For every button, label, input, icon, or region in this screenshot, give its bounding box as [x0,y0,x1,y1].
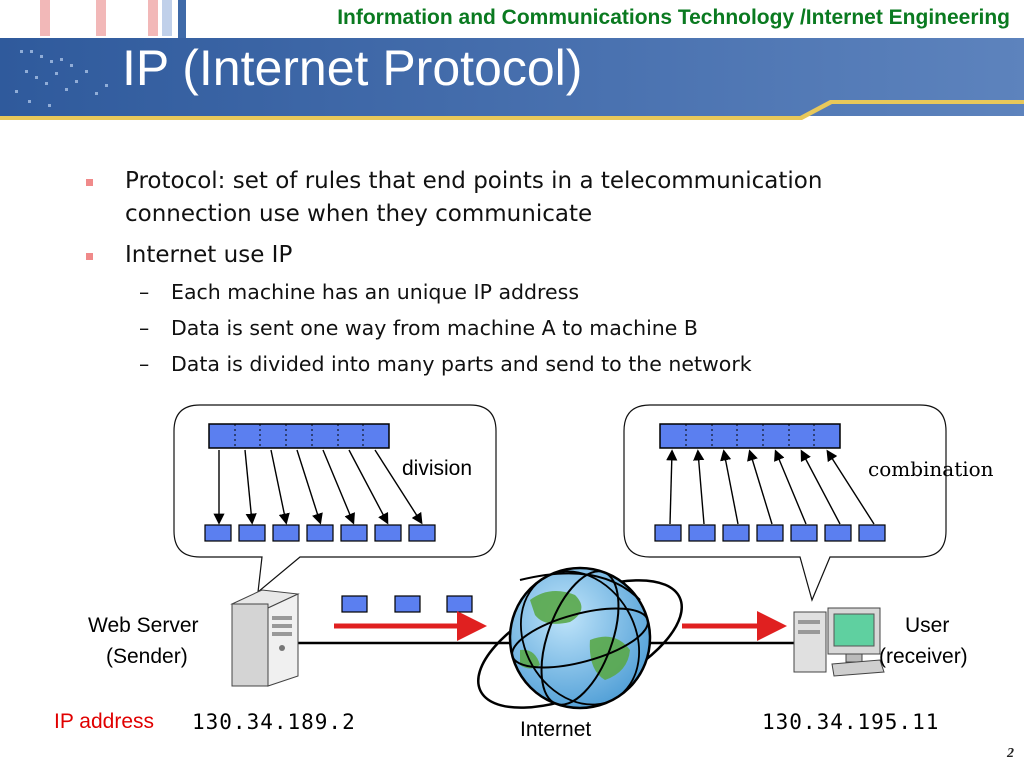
decor-bar [40,0,50,36]
packet [858,524,886,542]
packet [446,595,473,613]
combination-label: combination [868,457,994,481]
page-title: IP (Internet Protocol) [122,40,583,96]
sub-bullet-item: – Data is sent one way from machine A to… [84,310,984,346]
division-bubble [173,404,497,594]
receiver-sublabel: (receiver) [879,645,968,668]
bullet-item: Internet use IP [84,239,984,272]
sender-ip: 130.34.189.2 [192,710,356,734]
course-subtitle: Information and Communications Technolog… [337,6,1010,29]
internet-globe-icon [477,566,683,710]
bullet-text: Internet use IP [125,242,293,268]
combination-arrows [666,449,875,525]
receiver-ip: 130.34.195.11 [762,710,940,734]
combination-bubble [623,404,947,602]
packet-row-right [654,524,886,542]
header-background [0,0,1024,145]
packets-in-transit [341,595,473,613]
sender-sublabel: (Sender) [106,645,188,668]
accent-line [0,100,1024,120]
sub-bullet-text: Data is divided into many parts and send… [171,352,752,376]
dash-marker: – [139,280,150,304]
internet-label: Internet [520,718,592,741]
ip-address-label: IP address [54,710,155,733]
receiver-label: User [905,614,950,637]
data-block-left [208,423,390,449]
bullet-marker [86,179,93,186]
packet [204,524,232,542]
division-arrows [213,449,423,525]
packet [824,524,852,542]
packet [408,524,436,542]
division-label: division [402,457,473,480]
sub-bullet-text: Data is sent one way from machine A to m… [171,316,698,340]
sub-bullet-item: – Each machine has an unique IP address [84,274,984,310]
sub-bullet-text: Each machine has an unique IP address [171,280,580,304]
packet [722,524,750,542]
data-block-right [659,423,841,449]
server-icon [230,589,300,687]
packet [374,524,402,542]
sender-label: Web Server [88,614,199,637]
packet [306,524,334,542]
dot-pattern [15,50,108,107]
bullet-text-line: Protocol: set of rules that end points i… [125,168,823,194]
slide-number: 2 [1007,746,1014,761]
packet [688,524,716,542]
bullet-marker [86,253,93,260]
dash-marker: – [139,352,150,376]
packet [394,595,421,613]
pc-icon [793,607,885,677]
bullet-item: Protocol: set of rules that end points i… [84,165,984,231]
packet [340,524,368,542]
packet [238,524,266,542]
packet [790,524,818,542]
dash-marker: – [139,316,150,340]
sub-bullet-item: – Data is divided into many parts and se… [84,346,984,382]
packet-row-left [204,524,436,542]
header-band: Information and Communications Technolog… [0,0,1024,145]
bullet-text-line: connection use when they communicate [125,201,593,227]
packet [756,524,784,542]
bullet-list: Protocol: set of rules that end points i… [84,165,984,382]
packet [654,524,682,542]
packet [272,524,300,542]
packet [341,595,368,613]
